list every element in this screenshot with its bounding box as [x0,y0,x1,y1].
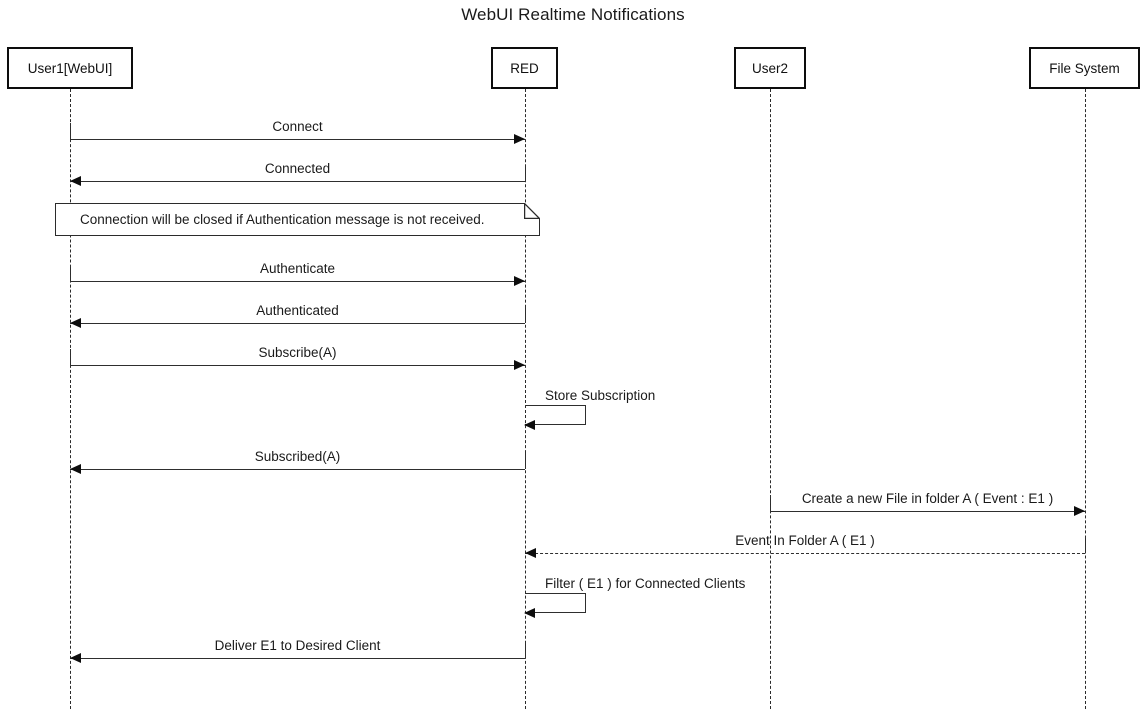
message-line-event-in-folder [525,553,1085,554]
message-stub-connected [525,165,526,181]
message-label-subscribe: Subscribe(A) [258,345,337,360]
message-label-connected: Connected [264,161,331,176]
participant-box-red[interactable]: RED [491,47,558,89]
participant-label-user2: User2 [751,60,788,76]
message-label-authenticate: Authenticate [259,261,336,276]
message-line-connected [70,181,525,182]
participant-label-red: RED [510,60,539,76]
message-label-connect: Connect [272,119,323,134]
arrowhead-subscribed [70,464,81,474]
arrowhead-create-file [1074,506,1085,516]
message-line-authenticated [70,323,525,324]
message-line-create-file [770,511,1085,512]
participant-box-user1[interactable]: User1[WebUI] [7,47,133,89]
message-stub-subscribed [525,453,526,469]
arrowhead-deliver-e1 [70,653,81,663]
message-line-connect [70,139,525,140]
arrowhead-connected [70,176,81,186]
message-stub-event-in-folder [1085,537,1086,553]
message-label-subscribed: Subscribed(A) [254,449,341,464]
lifeline-user1 [70,89,71,709]
participant-box-user2[interactable]: User2 [734,47,806,89]
message-line-subscribe [70,365,525,366]
participant-box-fs[interactable]: File System [1029,47,1140,89]
message-label-deliver-e1: Deliver E1 to Desired Client [214,638,381,653]
message-stub-connect [70,123,71,139]
participant-label-user1: User1[WebUI] [27,60,113,76]
arrowhead-authenticate [514,276,525,286]
lifeline-fs [1085,89,1086,709]
note-note-auth-timeout: Connection will be closed if Authenticat… [55,203,540,236]
lifeline-user2 [770,89,771,709]
self-message-filter-clients[interactable] [524,593,586,618]
participant-label-fs: File System [1049,60,1120,76]
self-message-store-subscription[interactable] [524,405,586,430]
message-label-authenticated: Authenticated [256,303,339,318]
page-title: WebUI Realtime Notifications [461,5,685,24]
message-line-authenticate [70,281,525,282]
lifeline-red [525,89,526,709]
arrowhead-authenticated [70,318,81,328]
arrowhead-event-in-folder [525,548,536,558]
message-line-subscribed [70,469,525,470]
message-label-create-file: Create a new File in folder A ( Event : … [801,491,1054,506]
arrowhead-store-subscription [524,420,535,430]
message-stub-deliver-e1 [525,642,526,658]
arrowhead-filter-clients [524,608,535,618]
self-message-label-filter-clients: Filter ( E1 ) for Connected Clients [545,576,746,591]
note-text-note-auth-timeout: Connection will be closed if Authenticat… [80,212,485,227]
self-message-label-store-subscription: Store Subscription [545,388,656,403]
message-stub-create-file [770,495,771,511]
message-line-deliver-e1 [70,658,525,659]
arrowhead-connect [514,134,525,144]
message-stub-authenticate [70,265,71,281]
message-stub-subscribe [70,349,71,365]
message-stub-authenticated [525,307,526,323]
note-fold-cover-icon [524,203,540,219]
arrowhead-subscribe [514,360,525,370]
message-label-event-in-folder: Event In Folder A ( E1 ) [735,533,875,548]
